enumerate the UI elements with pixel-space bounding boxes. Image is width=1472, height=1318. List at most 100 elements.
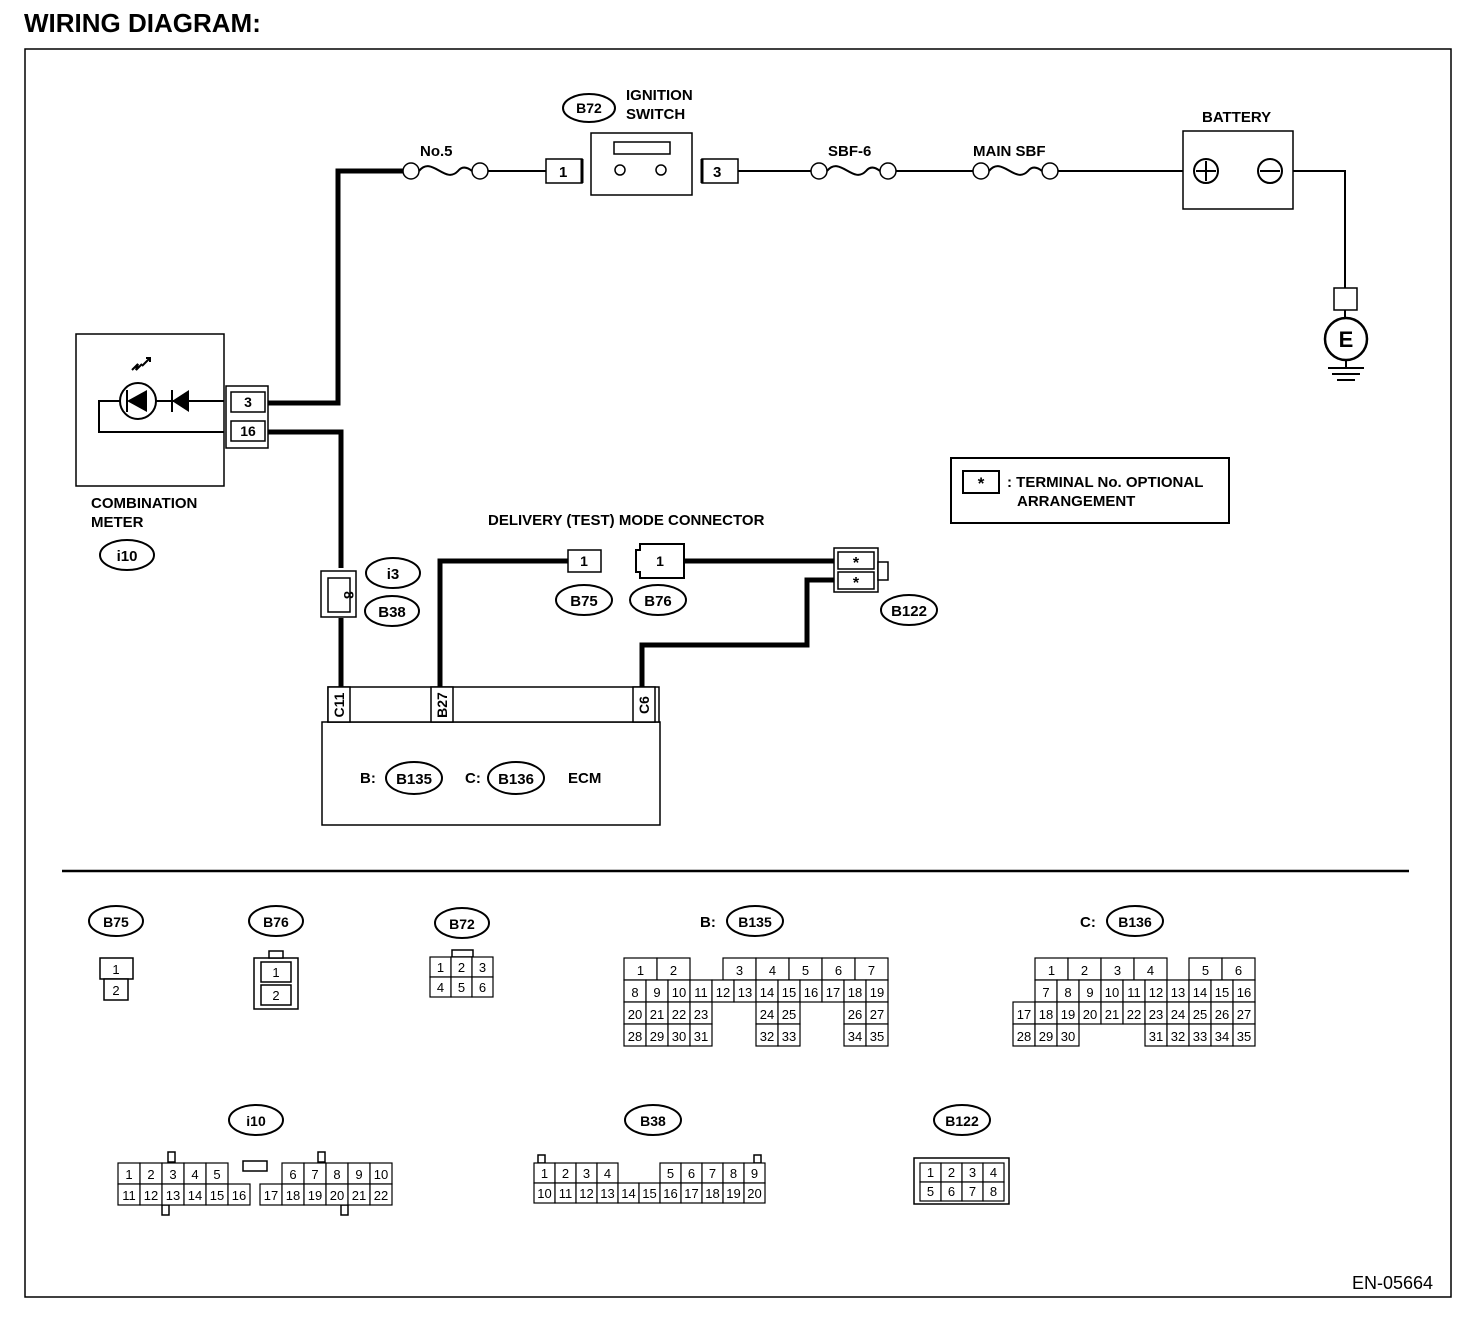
b135-pin: 16	[804, 985, 818, 1000]
view-b38-label: B38	[640, 1113, 666, 1129]
wires	[268, 168, 1346, 688]
view-b136-prefix: C:	[1080, 914, 1096, 931]
b136-pin: 29	[1039, 1029, 1053, 1044]
b136-pin: 25	[1193, 1007, 1207, 1022]
b122-pin-a: *	[853, 555, 860, 572]
i10-pin: 19	[308, 1188, 322, 1203]
b136-pin: 31	[1149, 1029, 1163, 1044]
b72-pin: 3	[479, 960, 486, 975]
view-b76: B76 1 2	[248, 905, 304, 1010]
b136-pin: 13	[1171, 985, 1185, 1000]
b135-pin: 2	[670, 963, 677, 978]
b135-pin: 33	[782, 1029, 796, 1044]
ign-label-1: IGNITION	[626, 87, 693, 104]
i10-pin: 17	[264, 1188, 278, 1203]
ecm-c-prefix: C:	[465, 770, 481, 787]
b75-pin-1: 1	[580, 553, 588, 569]
b135-pin: 6	[835, 963, 842, 978]
b135-pin: 11	[694, 985, 708, 1000]
sbf6-label: SBF-6	[828, 143, 871, 160]
b135-pin: 10	[672, 985, 686, 1000]
ecm-unit: C11 B27 C6 B: B135 C: B136 ECM	[321, 686, 661, 826]
view-b75-pin: 1	[112, 962, 119, 977]
b135-pin: 34	[848, 1029, 862, 1044]
b135-pin: 30	[672, 1029, 686, 1044]
junction-connector: 8 i3 B38	[320, 557, 421, 627]
fuse-no5: No.5	[402, 143, 489, 180]
b135-pin: 5	[802, 963, 809, 978]
junction-label-b38: B38	[378, 604, 406, 621]
b72-pin: 4	[437, 980, 444, 995]
i10-pin: 18	[286, 1188, 300, 1203]
ecm-pin-c11: C11	[331, 692, 347, 717]
b136-pin: 12	[1149, 985, 1163, 1000]
ign-pin-1: 1	[559, 164, 567, 181]
b136-pin: 26	[1215, 1007, 1229, 1022]
ign-pin-3: 3	[713, 164, 721, 181]
b122-label: B122	[891, 603, 927, 620]
b38-pin: 19	[726, 1186, 740, 1201]
view-b76-pin: 1	[272, 965, 279, 980]
b38-pin: 16	[663, 1186, 677, 1201]
b135-pin: 1	[637, 963, 644, 978]
i10-pin: 7	[311, 1167, 318, 1182]
legend-symbol: *	[978, 474, 985, 493]
b135-pin: 8	[631, 985, 638, 1000]
b38-pin: 10	[537, 1186, 551, 1201]
b136-pin: 19	[1061, 1007, 1075, 1022]
b135-pin: 15	[782, 985, 796, 1000]
b136-pin: 23	[1149, 1007, 1163, 1022]
junction-label-i3: i3	[387, 566, 400, 583]
view-b122-label: B122	[945, 1113, 979, 1129]
ground-symbol: E	[1323, 287, 1369, 381]
sbf6-fuse: SBF-6	[810, 143, 897, 180]
b136-pin: 6	[1235, 963, 1242, 978]
b38-pin: 13	[600, 1186, 614, 1201]
i10-pin: 13	[166, 1188, 180, 1203]
b136-pin: 5	[1202, 963, 1209, 978]
b135-pin: 9	[653, 985, 660, 1000]
b122v-pin: 3	[969, 1165, 976, 1180]
page-title: WIRING DIAGRAM:	[24, 8, 261, 38]
i10-pin: 10	[374, 1167, 388, 1182]
b38-pin: 17	[684, 1186, 698, 1201]
i10-pin: 1	[125, 1167, 132, 1182]
b136-pin: 35	[1237, 1029, 1251, 1044]
view-b135-label: B135	[738, 914, 772, 930]
b136-pin: 32	[1171, 1029, 1185, 1044]
battery-label: BATTERY	[1202, 109, 1271, 126]
ign-label-2: SWITCH	[626, 106, 685, 123]
b135-pin: 13	[738, 985, 752, 1000]
b72-pin: 5	[458, 980, 465, 995]
b136-cell	[1232, 1023, 1256, 1047]
b135-pin: 29	[650, 1029, 664, 1044]
view-b135-prefix: B:	[700, 914, 716, 931]
b75-label: B75	[570, 593, 598, 610]
b135-cell	[777, 1023, 801, 1047]
i10-pin: 5	[213, 1167, 220, 1182]
b136-pin: 8	[1064, 985, 1071, 1000]
b136-pin: 18	[1039, 1007, 1053, 1022]
b135-pin: 28	[628, 1029, 642, 1044]
b135-pin: 31	[694, 1029, 708, 1044]
b136-pin: 16	[1237, 985, 1251, 1000]
view-b75-label: B75	[103, 914, 129, 930]
b135-pin: 25	[782, 1007, 796, 1022]
i10-pin: 20	[330, 1188, 344, 1203]
b135-cell	[865, 1023, 889, 1047]
b38-pin: 7	[709, 1166, 716, 1181]
b135-pin: 3	[736, 963, 743, 978]
b38-pin: 6	[688, 1166, 695, 1181]
i10-pin: 22	[374, 1188, 388, 1203]
b136-pin: 10	[1105, 985, 1119, 1000]
b122v-cell	[982, 1181, 1005, 1202]
b135-pin: 35	[870, 1029, 884, 1044]
b135-pin: 14	[760, 985, 774, 1000]
i10-pin: 14	[188, 1188, 202, 1203]
b122v-pin: 4	[990, 1165, 997, 1180]
b38-pin: 18	[705, 1186, 719, 1201]
ecm-b136-label: B136	[498, 771, 534, 788]
